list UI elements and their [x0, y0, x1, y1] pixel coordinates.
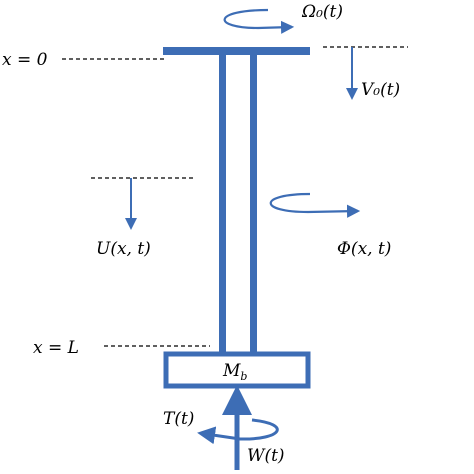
shaft-left-wall [219, 55, 226, 353]
x0-label: x = 0 [2, 50, 48, 70]
t-torque-arrow [197, 418, 279, 445]
omega0-label: Ω₀(t) [301, 2, 343, 22]
mb-label-main: M [222, 361, 241, 381]
top-plate [163, 47, 310, 55]
v0-label: V₀(t) [361, 80, 400, 100]
w-label: W(t) [247, 446, 285, 466]
t-label: T(t) [163, 409, 194, 429]
omega0-rotation-arrow [223, 8, 295, 34]
u-label: U(x, t) [96, 239, 151, 259]
mb-label: Mb [222, 361, 247, 383]
xL-label: x = L [33, 338, 79, 358]
shaft-right-wall [250, 55, 257, 353]
mb-label-sub: b [240, 370, 247, 383]
phi-rotation-arrow [269, 192, 361, 218]
phi-label: Φ(x, t) [337, 239, 391, 259]
